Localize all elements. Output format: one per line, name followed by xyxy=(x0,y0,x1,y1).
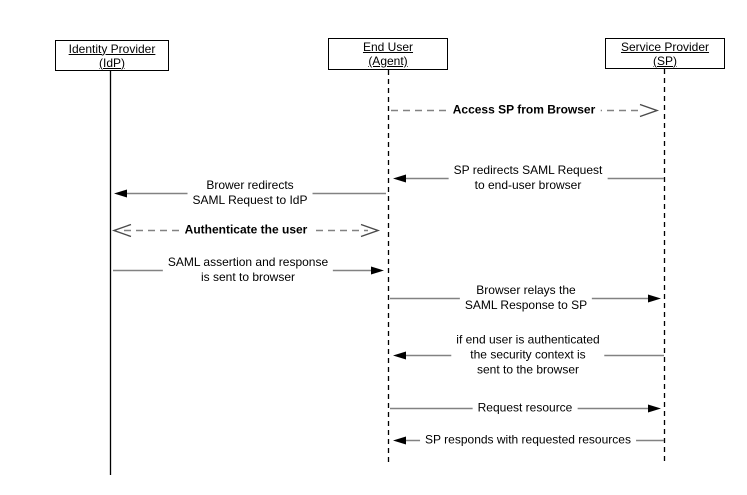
message-label-sp-responds-resources: SP responds with requested resources xyxy=(420,432,636,448)
open-arrowhead-right-icon xyxy=(639,103,660,118)
actor-label-end-user: End User (Agent) xyxy=(362,40,414,68)
message-label-access-sp-from-browser: Access SP from Browser xyxy=(447,102,601,118)
message-label-sp-redirects-saml-request: SP redirects SAML Request to end-user br… xyxy=(448,163,608,193)
message-label-authenticate-the-user: Authenticate the user xyxy=(179,222,313,238)
message-label-browser-relays-saml-response: Browser relays the SAML Response to SP xyxy=(459,283,593,313)
filled-arrowhead-left-icon xyxy=(393,351,406,360)
message-label-saml-assertion-response: SAML assertion and response is sent to b… xyxy=(162,255,334,285)
message-label-security-context-sent: if end user is authenticated the securit… xyxy=(451,332,605,378)
actor-label-service-provider: Service Provider (SP) xyxy=(620,39,710,68)
filled-arrowhead-right-icon xyxy=(648,404,661,413)
actor-label-identity-provider: Identity Provider (IdP) xyxy=(68,41,156,70)
filled-arrowhead-right-icon xyxy=(648,294,661,303)
message-label-browser-redirects-saml-request: Brower redirects SAML Request to IdP xyxy=(187,178,313,208)
lifelines xyxy=(109,69,666,475)
actor-box-end-user: End User (Agent) xyxy=(328,38,448,70)
actor-box-service-provider: Service Provider (SP) xyxy=(605,38,725,69)
message-label-request-resource: Request resource xyxy=(472,400,578,416)
open-arrowhead-right-icon xyxy=(360,223,381,238)
actor-box-identity-provider: Identity Provider (IdP) xyxy=(55,40,169,71)
filled-arrowhead-left-icon xyxy=(114,189,127,198)
open-arrowhead-left-icon xyxy=(111,223,132,238)
filled-arrowhead-left-icon xyxy=(393,436,406,445)
filled-arrowhead-right-icon xyxy=(371,266,384,275)
filled-arrowhead-left-icon xyxy=(393,174,406,183)
